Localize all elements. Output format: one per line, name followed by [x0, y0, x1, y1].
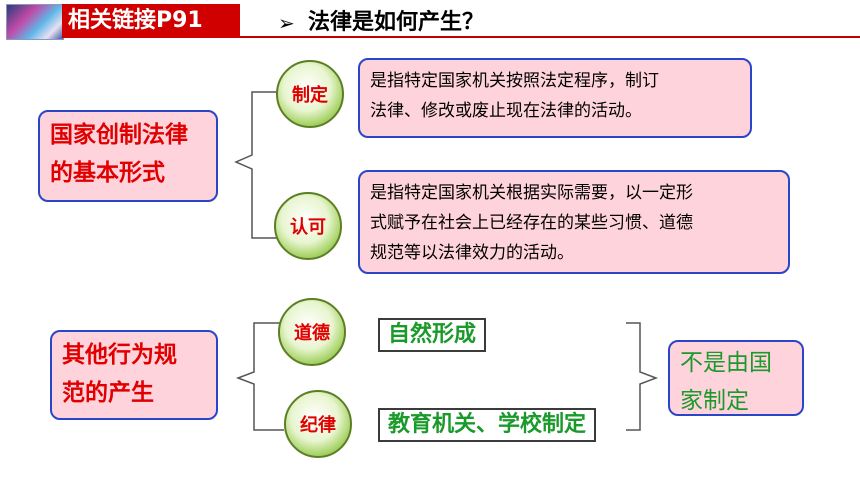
badge-daode: 道德	[278, 298, 346, 366]
badge-daode-label: 道德	[294, 323, 330, 344]
desc-renke-line2: 式赋予在社会上已经存在的某些习惯、道德	[370, 213, 693, 233]
bracket-section1	[234, 91, 282, 239]
badge-zhiding-label: 制定	[292, 85, 328, 106]
desc-renke-line3: 规范等以法律效力的活动。	[370, 243, 574, 263]
box-jiaoyu-jiguan: 教育机关、学校制定	[378, 408, 597, 442]
badge-zhiding: 制定	[276, 60, 344, 128]
header-divider	[240, 36, 860, 38]
conclusion-box: 不是由国 家制定	[668, 340, 804, 416]
section2-label-line1: 其他行为规	[62, 342, 177, 368]
badge-jilv-label: 纪律	[300, 415, 336, 436]
box-ziran-xingcheng: 自然形成	[378, 318, 487, 352]
desc-box-zhiding: 是指特定国家机关按照法定程序，制订 法律、修改或废止现在法律的活动。	[358, 58, 752, 138]
badge-renke: 认可	[274, 192, 342, 260]
badge-jilv: 纪律	[284, 390, 352, 458]
bracket-section2-right	[626, 322, 659, 431]
desc-renke-line1: 是指特定国家机关根据实际需要，以一定形	[370, 183, 693, 203]
bracket-section2	[235, 322, 284, 431]
section1-label-line2: 的基本形式	[50, 160, 165, 186]
section1-label-box: 国家创制法律 的基本形式	[38, 110, 218, 202]
badge-renke-label: 认可	[290, 217, 326, 238]
section1-label-line1: 国家创制法律	[50, 122, 188, 148]
desc-zhiding-line1: 是指特定国家机关按照法定程序，制订	[370, 71, 659, 91]
desc-zhiding-line2: 法律、修改或废止现在法律的活动。	[370, 101, 642, 121]
header-thumbnail-image	[6, 4, 64, 40]
section2-label-box: 其他行为规 范的产生	[50, 330, 218, 420]
header-tag: 相关链接P91	[62, 4, 240, 38]
conclusion-line2: 家制定	[680, 388, 749, 414]
conclusion-line1: 不是由国	[680, 350, 772, 376]
page-title: 法律是如何产生？	[308, 10, 485, 35]
arrow-bullet-icon: ➢	[278, 11, 295, 35]
section2-label-line2: 范的产生	[62, 380, 154, 406]
desc-box-renke: 是指特定国家机关根据实际需要，以一定形 式赋予在社会上已经存在的某些习惯、道德 …	[358, 170, 790, 274]
